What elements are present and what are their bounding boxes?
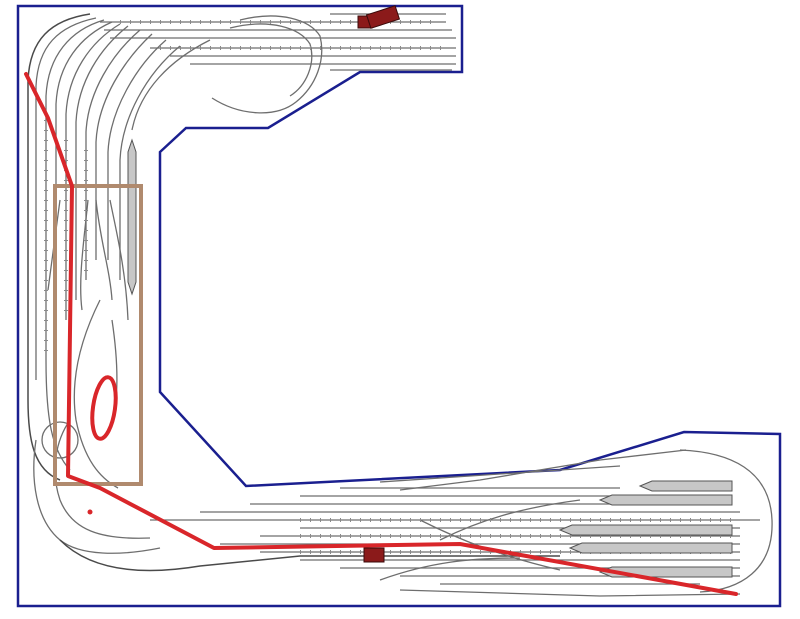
- red-route-line: [24, 72, 738, 596]
- top-building: [357, 5, 401, 29]
- left-platform: [127, 138, 137, 296]
- top-yard-tracks: [100, 13, 456, 114]
- room-outline: [16, 4, 782, 608]
- bottom-building: [363, 547, 385, 563]
- red-oval-marker: [90, 375, 118, 441]
- loop-circle: [41, 421, 79, 459]
- highlight-box: [53, 184, 143, 486]
- red-dot-marker: [87, 509, 93, 515]
